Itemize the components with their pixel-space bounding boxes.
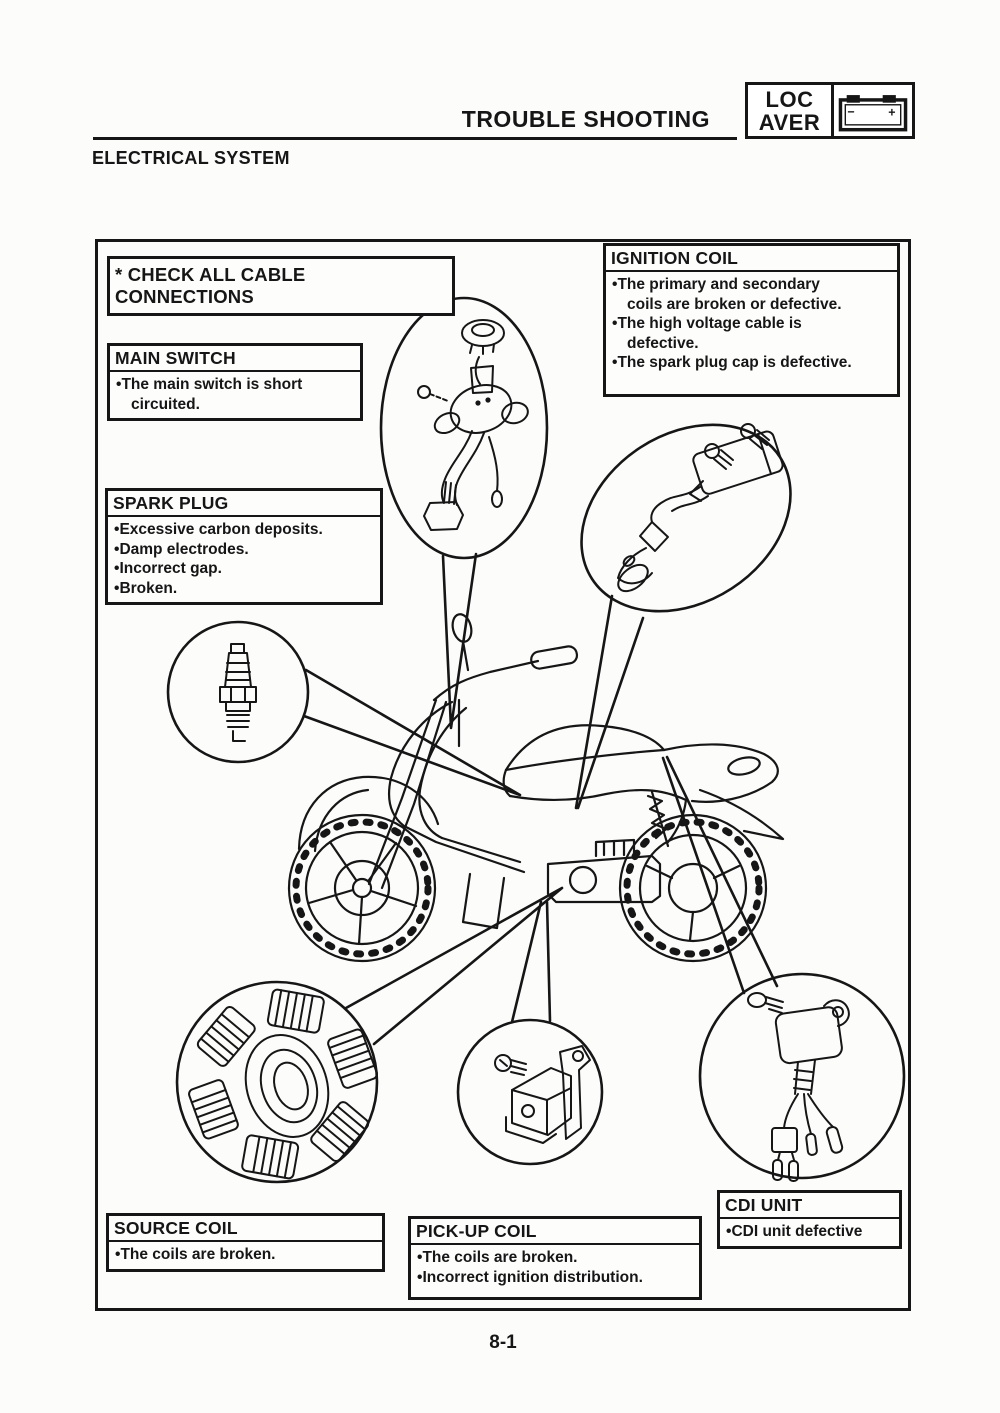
callout-bullets: CDI unit defective xyxy=(720,1222,899,1242)
rear-shock xyxy=(650,790,670,848)
callout-bullet: The spark plug cap is defective. xyxy=(612,353,858,373)
front-end xyxy=(297,613,579,890)
battery-minus: − xyxy=(847,104,854,118)
callout-bullets: The coils are broken.Incorrect ignition … xyxy=(411,1248,699,1287)
pick-up-coil-bubble xyxy=(456,1018,604,1166)
callout-title: IGNITION COIL xyxy=(606,246,897,272)
bodywork xyxy=(387,700,785,874)
main-switch-part-icon xyxy=(417,319,529,531)
header-badge: LOC AVER − + xyxy=(745,82,915,139)
main-switch-bubble xyxy=(379,296,549,560)
main-switch-pointer xyxy=(441,552,478,730)
callout-title: MAIN SWITCH xyxy=(110,346,360,372)
cdi-unit-bubble xyxy=(698,972,906,1180)
callout-bullet: The coils are broken. xyxy=(115,1245,376,1265)
note-label: * CHECK ALL CABLE CONNECTIONS xyxy=(115,264,306,307)
battery-icon: − + xyxy=(834,85,912,136)
badge-line1: LOC xyxy=(765,86,814,112)
page-number: 8-1 xyxy=(489,1332,517,1353)
ignition-coil-pointer xyxy=(574,594,645,810)
callout-bullets: The coils are broken. xyxy=(109,1245,382,1265)
cdi-unit-part-icon xyxy=(747,992,850,1182)
spark-plug-part-icon xyxy=(219,643,257,742)
callout-bullet: The main switch is short circuited. xyxy=(116,375,354,414)
spark-plug-bubble xyxy=(166,620,310,764)
callout-bullet: Damp electrodes. xyxy=(114,540,374,560)
callout-bullet: Excessive carbon deposits. xyxy=(114,520,374,540)
source-coil-bubble xyxy=(175,980,379,1184)
source-coil-pointer xyxy=(344,886,564,1046)
callout-bubbles xyxy=(166,296,906,1184)
battery-plus: + xyxy=(888,105,895,119)
callout-bullet: The high voltage cable is defective. xyxy=(612,314,858,353)
callout-bullet: The primary and secondary coils are brok… xyxy=(612,275,858,314)
callout-bullet: Incorrect ignition distribution. xyxy=(417,1268,693,1288)
callout-spark-plug: SPARK PLUG Excessive carbon deposits.Dam… xyxy=(105,488,383,605)
callout-bullets: The primary and secondary coils are brok… xyxy=(606,275,864,373)
badge-label: LOC AVER xyxy=(748,85,834,136)
cdi-unit-pointer xyxy=(661,755,779,995)
ignition-coil-part-icon xyxy=(617,423,784,593)
spark-plug-pointer xyxy=(302,668,522,797)
pick-up-coil-pointer xyxy=(510,900,552,1024)
callout-cdi-unit: CDI UNIT CDI unit defective xyxy=(717,1190,902,1249)
note-check-cables: * CHECK ALL CABLE CONNECTIONS xyxy=(107,256,455,316)
section-title: ELECTRICAL SYSTEM xyxy=(92,148,290,168)
callout-source-coil: SOURCE COIL The coils are broken. xyxy=(106,1213,385,1272)
callout-title: SPARK PLUG xyxy=(108,491,380,517)
header-rule xyxy=(93,137,737,140)
rear-wheel xyxy=(618,813,768,963)
callout-bullet: Incorrect gap. xyxy=(114,559,374,579)
front-wheel xyxy=(287,813,437,963)
callout-title: PICK-UP COIL xyxy=(411,1219,699,1245)
callout-bullet: The coils are broken. xyxy=(417,1248,693,1268)
callout-bullets: Excessive carbon deposits.Damp electrode… xyxy=(108,520,380,598)
ignition-coil-bubble xyxy=(580,423,792,613)
callout-main-switch: MAIN SWITCH The main switch is short cir… xyxy=(107,343,363,421)
page-title: TROUBLE SHOOTING xyxy=(461,106,710,132)
scooter-illustration xyxy=(287,613,785,963)
callout-bullet: CDI unit defective xyxy=(726,1222,893,1242)
diagram-frame xyxy=(95,239,911,1311)
source-coil-part-icon xyxy=(188,988,378,1180)
callout-title: CDI UNIT xyxy=(720,1193,899,1219)
center-stand xyxy=(461,872,506,930)
engine-unit xyxy=(461,790,670,930)
badge-line2: AVER xyxy=(758,109,821,135)
callout-pick-up-coil: PICK-UP COIL The coils are broken.Incorr… xyxy=(408,1216,702,1300)
callout-bullet: Broken. xyxy=(114,579,374,599)
mirror xyxy=(451,613,473,643)
callout-ignition-coil: IGNITION COIL The primary and secondary … xyxy=(603,243,900,397)
pick-up-coil-part-icon xyxy=(494,1045,591,1144)
callout-title: SOURCE COIL xyxy=(109,1216,382,1242)
callout-bullets: The main switch is short circuited. xyxy=(110,375,360,414)
